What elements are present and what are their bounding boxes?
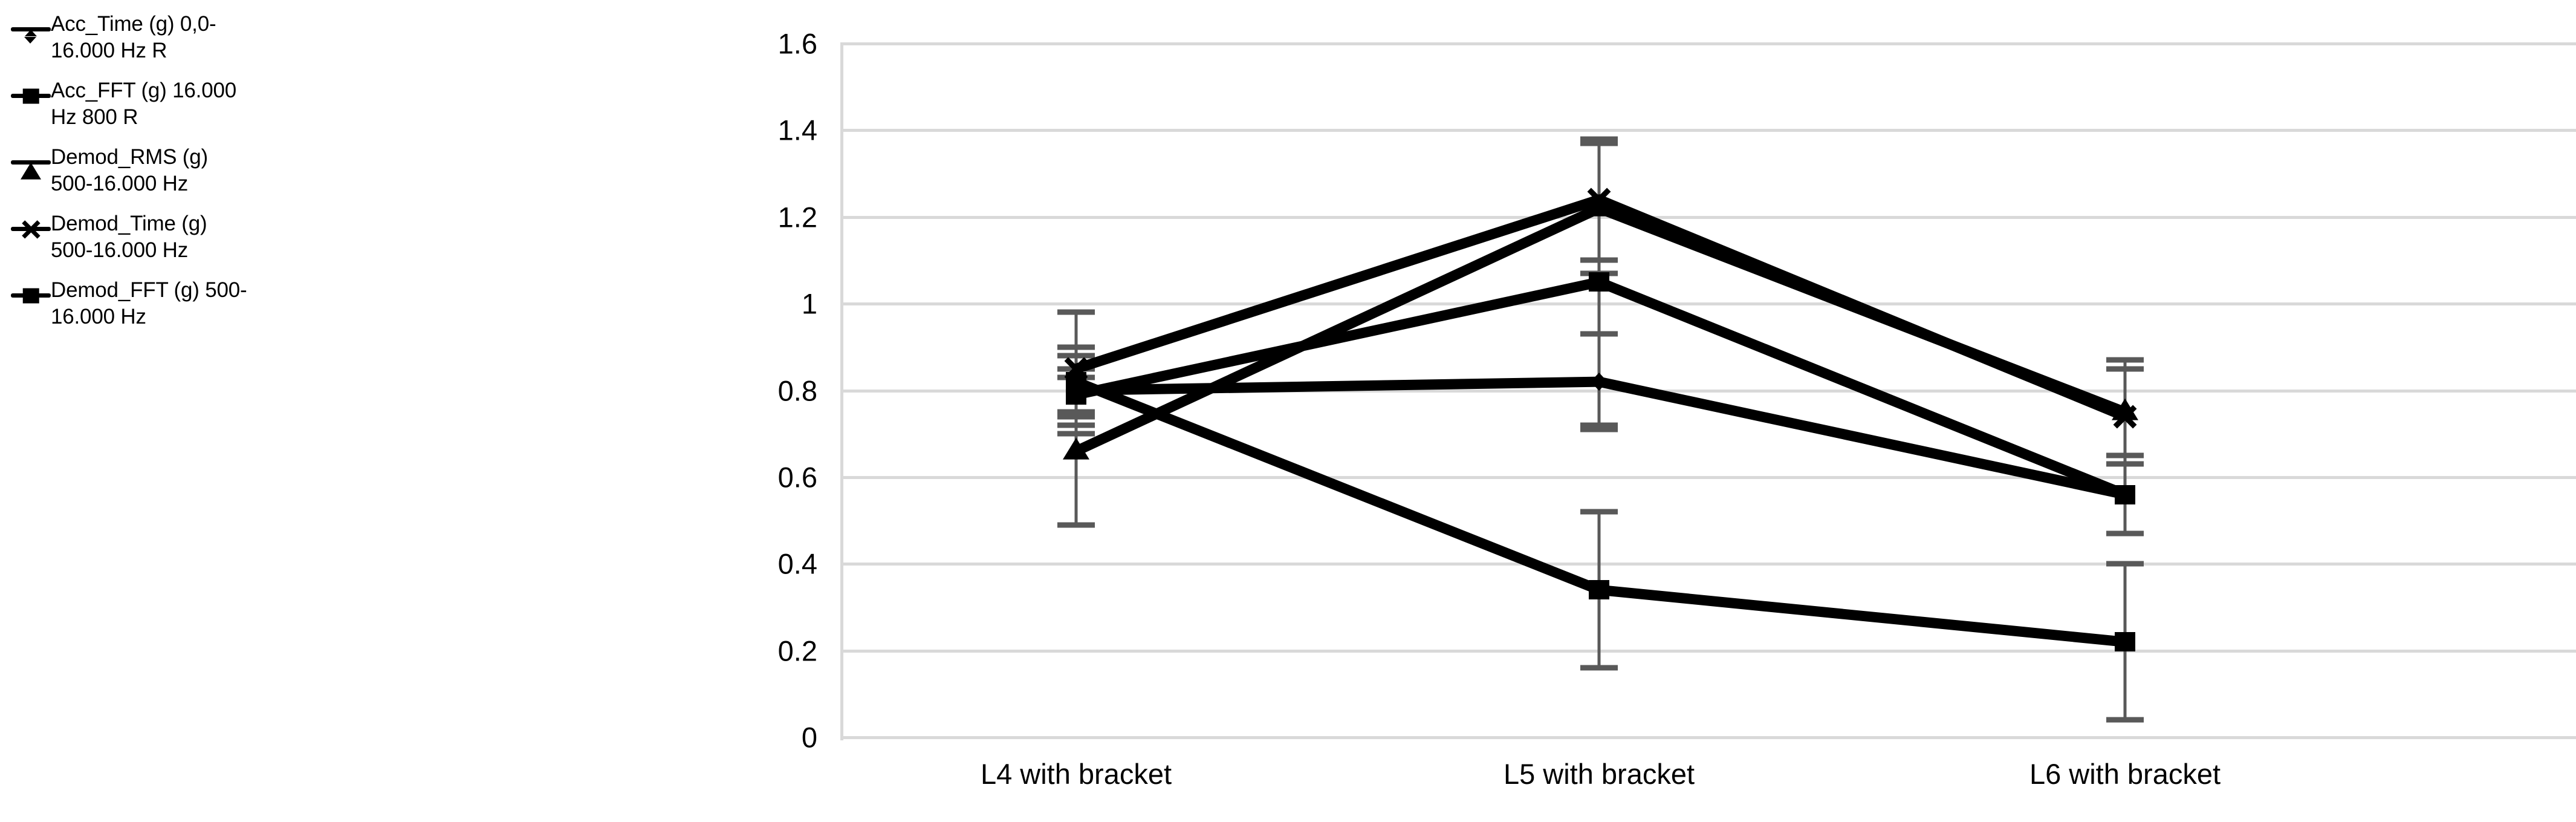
- legend-item-label: Acc_Time (g) 0,0-16.000 Hz R: [51, 12, 216, 62]
- y-axis-tick-label: 1: [801, 287, 817, 320]
- marker-triangle-icon: [1063, 437, 1089, 460]
- marker-square-icon: [2115, 484, 2135, 504]
- x-axis-tick-label: L6 with bracket: [2029, 758, 2221, 790]
- marker-square-icon: [1589, 580, 1609, 600]
- marker-triangle-icon: [21, 162, 41, 180]
- y-axis-line: [840, 44, 843, 740]
- y-axis-tick-label: 1.4: [777, 114, 817, 146]
- x-axis-tick-label: L5 with bracket: [1503, 758, 1695, 790]
- error-bar-cap: [1580, 422, 1618, 428]
- legend-line-sample: [11, 160, 51, 165]
- legend-item[interactable]: Acc_FFT (g) 16.000 Hz 800 R: [11, 77, 253, 131]
- error-bar-cap: [1057, 344, 1095, 350]
- marker-x-icon: [1587, 188, 1611, 212]
- gridline: [840, 475, 2576, 479]
- error-bar-cap: [1057, 522, 1095, 528]
- marker-square-icon: [22, 288, 39, 304]
- legend-item-label: Acc_FFT (g) 16.000 Hz 800 R: [51, 79, 236, 129]
- gridline: [840, 129, 2576, 132]
- gridline: [840, 42, 2576, 45]
- legend-key-triangle: [11, 148, 51, 180]
- error-bar-cap: [1580, 257, 1618, 263]
- gridline: [840, 389, 2576, 393]
- legend-key-diamond: [11, 15, 51, 44]
- y-axis-tick-label: 0.6: [777, 461, 817, 494]
- marker-square-icon: [2115, 632, 2135, 652]
- gridline: [840, 302, 2576, 306]
- series-lines: [1074, 194, 2127, 647]
- legend-line-sample: [11, 27, 51, 31]
- plot-area: L4 with bracket L5 with bracket L6 with br…: [840, 0, 2576, 822]
- legend-item-label: Demod_RMS (g) 500-16.000 Hz: [51, 145, 208, 195]
- legend-item[interactable]: Demod_Time (g) 500-16.000 Hz: [11, 210, 253, 264]
- series-line: [1074, 203, 2127, 456]
- error-bar-cap: [2106, 561, 2144, 567]
- marker-square-icon: [1589, 272, 1609, 292]
- x-axis-tick-label: L4 with bracket: [980, 758, 1172, 790]
- marker-diamond-icon: [24, 30, 37, 44]
- series-line: [1074, 377, 2126, 647]
- legend-item[interactable]: Demod_FFT (g) 500-16.000 Hz: [11, 277, 253, 330]
- error-bar-cap: [1580, 136, 1618, 142]
- legend-key-square: [11, 281, 51, 308]
- chart-legend: Acc_Time (g) 0,0-16.000 Hz R Acc_FFT (g) …: [11, 11, 253, 344]
- error-bar-cap: [2106, 357, 2144, 363]
- error-bar-cap: [2106, 461, 2144, 467]
- y-axis-tick-label: 0.2: [777, 634, 817, 667]
- y-axis-tick-label: 0.8: [777, 374, 817, 406]
- y-axis-labels: 1.6 1.4 1.2 1 0.8 0.6 0.4 0.2 0: [0, 0, 840, 822]
- error-bar-cap: [1580, 426, 1618, 432]
- gridline: [840, 649, 2576, 653]
- y-axis-tick-label: 0.4: [777, 547, 817, 580]
- error-bar-cap: [1580, 509, 1618, 515]
- y-axis-tick-label: 0: [801, 721, 817, 754]
- legend-item-label: Demod_Time (g) 500-16.000 Hz: [51, 212, 207, 262]
- y-axis-tick-label: 1.6: [777, 27, 817, 60]
- marker-square-icon: [1066, 372, 1086, 392]
- error-bar-cap: [1580, 665, 1618, 671]
- error-bar-cap: [1057, 309, 1095, 315]
- gridline: [840, 215, 2576, 219]
- gridline: [840, 563, 2576, 566]
- marker-x-icon: [2113, 405, 2137, 429]
- error-bar-cap: [1057, 422, 1095, 428]
- legend-key-square: [11, 81, 51, 109]
- legend-item[interactable]: Demod_RMS (g) 500-16.000 Hz: [11, 144, 253, 197]
- error-bar-cap: [2106, 530, 2144, 537]
- series-line: [1075, 376, 2126, 500]
- marker-square-icon: [22, 88, 39, 104]
- legend-key-x: [11, 214, 51, 242]
- error-bar-cap: [2106, 717, 2144, 723]
- marker-diamond-icon: [1591, 373, 1608, 391]
- legend-item-label: Demod_FFT (g) 500-16.000 Hz: [51, 278, 247, 328]
- error-bar-cap: [2106, 366, 2144, 372]
- y-axis-tick-label: 1.2: [777, 201, 817, 233]
- gridline: [840, 736, 2576, 739]
- error-bar-cap: [1057, 414, 1095, 419]
- legend-item[interactable]: Acc_Time (g) 0,0-16.000 Hz R: [11, 11, 253, 64]
